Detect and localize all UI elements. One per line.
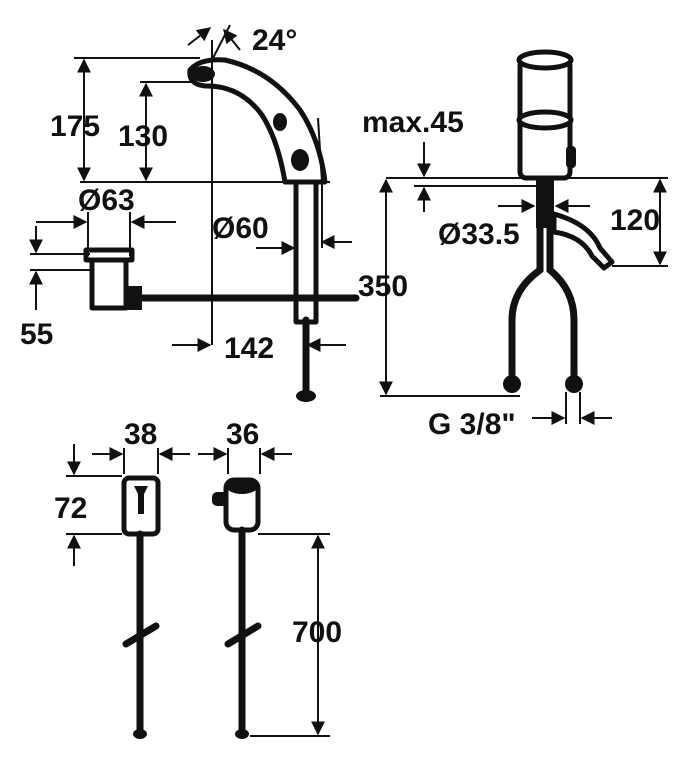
front-view: max.45 Ø33.5 120 350 G 3/8": [358, 49, 668, 441]
front-hose-right: [546, 224, 578, 382]
angle-arrow-left: [187, 27, 212, 46]
angle-label: 24°: [252, 24, 297, 57]
dim-350-label: 350: [358, 270, 408, 303]
side-view: 24° 175 130 Ø63 Ø60 55 142: [20, 24, 360, 402]
front-button: [566, 146, 576, 168]
dim-175-label: 175: [50, 110, 100, 143]
front-band: [516, 109, 574, 131]
drain-fitting: [89, 253, 129, 311]
dim-72-label: 72: [54, 492, 87, 525]
front-hose-left: [508, 224, 544, 382]
box-36-cap: [226, 478, 258, 494]
front-hose-left-end: [503, 375, 521, 393]
front-hose-right-end: [565, 375, 583, 393]
cable-38-end: [133, 729, 147, 739]
dim-55-label: 55: [20, 318, 53, 351]
hose-end: [296, 390, 316, 402]
aerator: [191, 66, 215, 82]
box-38-mark: [134, 486, 148, 514]
cable-38-break: [122, 622, 160, 648]
box-36-side: [212, 492, 228, 506]
sensor-window: [273, 113, 287, 131]
dim-max45-label: max.45: [362, 106, 464, 139]
dim-g-label: G 3/8": [428, 408, 516, 441]
control-boxes-view: 38 36 72 700: [54, 418, 342, 739]
sensor-eye: [291, 149, 309, 171]
drain-cap: [83, 247, 135, 263]
cable-36-end: [235, 729, 249, 739]
dim-700-label: 700: [292, 616, 342, 649]
cable-36-break: [224, 622, 262, 648]
spout-rear-edge: [317, 117, 323, 183]
dim-120-label: 120: [610, 204, 660, 237]
dim-142-label: 142: [224, 332, 274, 365]
front-top: [516, 49, 574, 71]
dim-36-label: 36: [226, 418, 259, 451]
dim-38-label: 38: [124, 418, 157, 451]
dim-63-label: Ø63: [78, 184, 135, 217]
angle-ray: [211, 24, 231, 61]
front-shank: [536, 178, 554, 228]
dim-60-label: Ø60: [212, 212, 269, 245]
drain-knob: [124, 286, 142, 310]
dim-130-label: 130: [118, 120, 168, 153]
dim-335-label: Ø33.5: [438, 218, 520, 251]
front-spout-side: [551, 211, 615, 271]
